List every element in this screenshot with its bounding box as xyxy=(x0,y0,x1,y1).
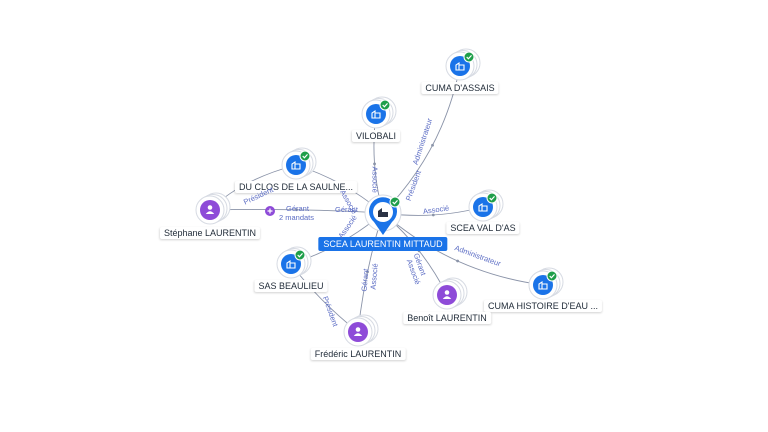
person-icon xyxy=(207,205,213,210)
check-mark xyxy=(392,199,398,205)
company-node-circle xyxy=(281,254,301,274)
node-scea-val[interactable] xyxy=(468,189,504,222)
company-node-circle xyxy=(286,155,306,175)
edge-arrow xyxy=(295,208,298,212)
node-label-duclos[interactable]: DU CLOS DE LA SAULNE... xyxy=(234,181,358,193)
edge-label-gerant-center: Gérant xyxy=(335,205,358,214)
building-icon xyxy=(478,202,488,212)
center-node-label[interactable]: SCEA LAURENTIN MITTAUD xyxy=(318,237,448,251)
edge-arrow xyxy=(366,270,369,274)
person-node-circle xyxy=(348,322,368,342)
nodes xyxy=(195,48,564,347)
edge-label-associe-vilobali: Associé xyxy=(370,166,380,193)
plus-icon-glyph xyxy=(267,208,273,214)
node-label-benoit[interactable]: Benoît LAURENTIN xyxy=(403,312,491,324)
node-frederic[interactable] xyxy=(343,314,379,347)
person-icon-body xyxy=(442,296,452,299)
building-icon xyxy=(371,109,381,119)
building-icon xyxy=(378,208,388,217)
company-node-circle xyxy=(450,56,470,76)
check-mark xyxy=(466,54,472,60)
node-label-scea-val[interactable]: SCEA VAL D'AS xyxy=(446,222,520,234)
check-badge-icon xyxy=(294,249,306,261)
person-node-circle xyxy=(437,285,457,305)
person-icon-body xyxy=(205,211,215,214)
building-icon xyxy=(455,61,465,71)
person-icon xyxy=(444,290,450,295)
node-vilobali[interactable] xyxy=(361,96,397,129)
check-badge-icon xyxy=(546,270,558,282)
node-cuma-histoire[interactable] xyxy=(528,267,564,300)
edge-label-mandats: 2 mandats xyxy=(279,213,315,222)
node-duclos[interactable] xyxy=(281,147,317,180)
person-node-circle xyxy=(200,200,220,220)
check-mark xyxy=(549,273,555,279)
node-stephane[interactable] xyxy=(195,192,231,225)
node-label-stephane[interactable]: Stéphane LAURENTIN xyxy=(159,227,261,239)
person-icon xyxy=(355,327,361,332)
building-icon xyxy=(538,280,548,290)
check-badge-icon xyxy=(463,51,475,63)
company-node-circle xyxy=(473,197,493,217)
node-label-sas-beaulieu[interactable]: SAS BEAULIEU xyxy=(254,280,328,292)
check-badge-icon xyxy=(389,196,401,208)
building-icon xyxy=(291,160,301,170)
check-mark xyxy=(302,153,308,159)
check-mark xyxy=(382,102,388,108)
node-cuma-assais[interactable] xyxy=(445,48,481,81)
building-icon xyxy=(286,259,296,269)
node-label-cuma-histoire[interactable]: CUMA HISTOIRE D'EAU ... xyxy=(483,300,603,312)
check-badge-icon xyxy=(379,99,391,111)
edge-arrow xyxy=(456,259,459,263)
node-label-frederic[interactable]: Frédéric LAURENTIN xyxy=(310,348,406,360)
expand-mandats-button[interactable] xyxy=(265,206,275,216)
check-mark xyxy=(489,195,495,201)
person-icon-body xyxy=(353,333,363,336)
check-badge-icon xyxy=(486,192,498,204)
company-node-circle xyxy=(533,275,553,295)
node-benoit[interactable] xyxy=(432,277,468,310)
edge-arrow xyxy=(431,143,434,147)
node-label-cuma-assais[interactable]: CUMA D'ASSAIS xyxy=(421,82,499,94)
edge-label-gerant-stephane: Gérant xyxy=(286,204,309,213)
center-node[interactable] xyxy=(364,194,402,235)
check-badge-icon xyxy=(299,150,311,162)
edge-arrow xyxy=(373,162,376,166)
node-label-vilobali[interactable]: VILOBALI xyxy=(351,130,401,142)
node-sas-beaulieu[interactable] xyxy=(276,246,312,279)
company-node-circle xyxy=(366,104,386,124)
check-mark xyxy=(297,252,303,258)
edge-arrow xyxy=(431,213,435,217)
